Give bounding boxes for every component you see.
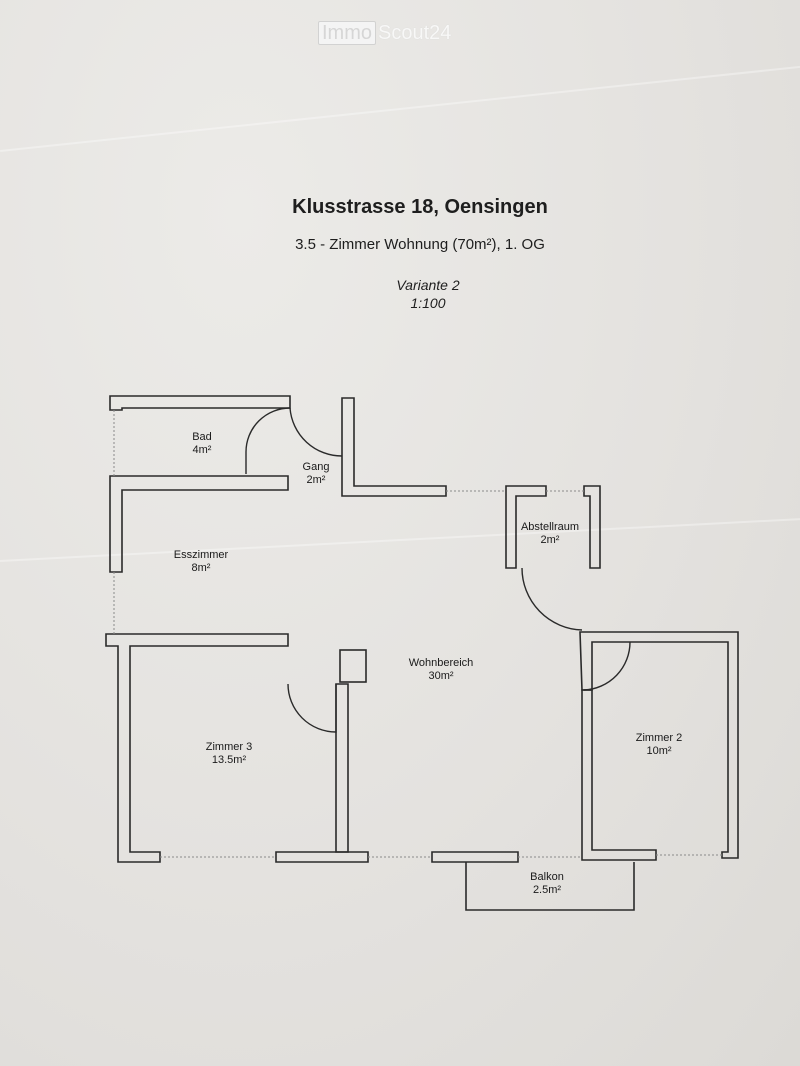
- door-abstellraum: [521, 567, 583, 631]
- room-area-gang: 2m²: [307, 474, 326, 486]
- wall-bad-top: [109, 395, 291, 411]
- wall-zimmer2-left: [581, 689, 657, 861]
- room-area-zimmer2: 10m²: [646, 745, 671, 757]
- wall-zimmer3-bottom: [275, 851, 369, 863]
- immoscout-watermark: Immo Scout24: [318, 20, 451, 46]
- room-area-wohnbereich: 30m²: [428, 670, 453, 682]
- door-zimmer3: [287, 683, 337, 733]
- room-area-balkon: 2.5m²: [533, 884, 561, 896]
- plan-variant: Variante 2: [396, 277, 460, 293]
- plan-scale: 1:100: [410, 295, 446, 311]
- room-area-bad: 4m²: [193, 444, 212, 456]
- wall-abstellraum-left: [505, 485, 547, 569]
- wall-zimmer3-right: [335, 683, 349, 853]
- wall-abstellraum-right: [583, 485, 601, 569]
- room-labels: Bad 4m² Gang 2m² Esszimmer 8m² Abstellra…: [174, 431, 682, 896]
- windows: [113, 410, 722, 858]
- doors: [245, 407, 631, 733]
- watermark-rest-text: Scout24: [378, 22, 452, 44]
- watermark-box-text: Immo: [318, 21, 376, 45]
- room-name-zimmer2: Zimmer 2: [636, 732, 682, 744]
- room-name-gang: Gang: [303, 461, 330, 473]
- door-bad: [245, 407, 291, 474]
- room-area-abstellraum: 2m²: [541, 534, 560, 546]
- wall-living-bottom: [431, 851, 519, 863]
- room-name-balkon: Balkon: [530, 871, 564, 883]
- room-area-esszimmer: 8m²: [192, 562, 211, 574]
- room-name-esszimmer: Esszimmer: [174, 549, 229, 561]
- wall-zimmer3-outer: [105, 633, 289, 863]
- plan-title: Klusstrasse 18, Oensingen: [292, 196, 548, 218]
- room-name-abstellraum: Abstellraum: [521, 521, 579, 533]
- balkon-outline: [465, 862, 635, 911]
- door-zimmer2: [583, 641, 631, 691]
- room-name-bad: Bad: [192, 431, 212, 443]
- plan-subtitle: 3.5 - Zimmer Wohnung (70m²), 1. OG: [295, 236, 545, 253]
- wall-bad-bottom: [109, 475, 289, 573]
- room-name-wohnbereich: Wohnbereich: [409, 657, 474, 669]
- wall-gang: [341, 397, 447, 497]
- door-gang: [289, 407, 343, 457]
- wall-column: [339, 649, 367, 683]
- walls: [105, 395, 739, 911]
- room-area-zimmer3: 13.5m²: [212, 754, 247, 766]
- room-name-zimmer3: Zimmer 3: [206, 741, 252, 753]
